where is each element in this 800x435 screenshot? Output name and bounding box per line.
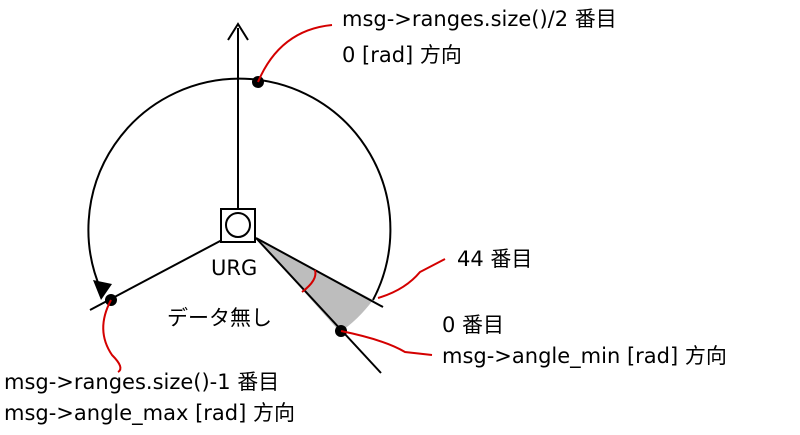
leader-last-index — [102, 299, 122, 373]
angle-min-ray — [255, 237, 382, 374]
leader-no-data — [301, 269, 317, 293]
last-index-label-line2: msg->angle_max [rad] 方向 — [4, 401, 295, 426]
forward-axis-arrowhead — [227, 22, 249, 41]
sensor-label: URG — [211, 256, 257, 280]
angle-min-label: msg->angle_min [rad] 方向 — [442, 344, 727, 369]
last-index-label-line1: msg->ranges.size()-1 番目 — [4, 370, 279, 394]
center-index-label-line1: msg->ranges.size()/2 番目 — [342, 7, 617, 31]
center-index-label-line2: 0 [rad] 方向 — [342, 43, 462, 67]
leader-index-0 — [340, 330, 433, 356]
index-44-ray — [255, 237, 384, 308]
arc-arrowhead — [93, 280, 112, 300]
index-0-label: 0 番目 — [442, 313, 504, 337]
index-44-label: 44 番目 — [457, 247, 532, 271]
no-data-sector — [256, 238, 373, 332]
leader-index-44 — [377, 258, 446, 299]
scan-arc — [87, 77, 392, 301]
leader-center-index — [257, 24, 333, 83]
urg-sensor-circle — [225, 212, 251, 238]
no-data-label: データ無し — [167, 306, 272, 330]
